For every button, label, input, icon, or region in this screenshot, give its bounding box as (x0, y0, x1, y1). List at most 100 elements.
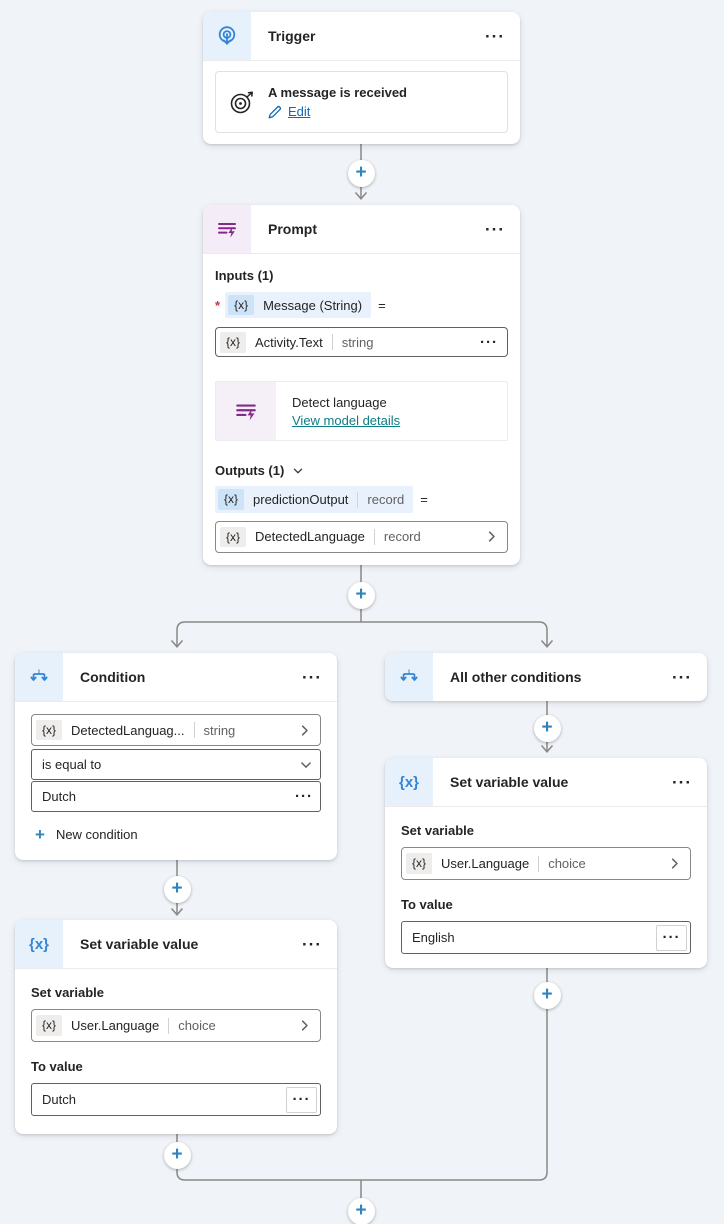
input-value-menu-button[interactable]: ··· (480, 333, 498, 351)
chevron-right-icon (301, 724, 308, 736)
condition-operand-box[interactable]: {x} DetectedLanguag... string (31, 714, 321, 746)
variable-icon: {x} (15, 920, 63, 968)
prompt-node[interactable]: Prompt ··· Inputs (1) * {x} Message (Str… (203, 205, 520, 565)
new-condition-label: New condition (55, 827, 138, 842)
view-model-details-link[interactable]: View model details (292, 412, 401, 428)
set-variable-right-header: {x} Set variable value ··· (385, 758, 707, 806)
all-other-conditions-header: All other conditions ··· (385, 653, 707, 701)
variable-type: choice (548, 856, 586, 871)
set-variable-node-right[interactable]: {x} Set variable value ··· Set variable … (385, 758, 707, 968)
output-token-name: predictionOutput (253, 492, 349, 508)
output-token-type: record (367, 492, 405, 508)
prompt-menu-button[interactable]: ··· (485, 219, 505, 239)
condition-branch-icon (385, 653, 433, 701)
output-token-row: {x} predictionOutput record = (215, 486, 508, 513)
to-value-menu-button[interactable]: ··· (656, 924, 687, 951)
set-variable-left-header: {x} Set variable value ··· (15, 920, 337, 968)
to-value-label: To value (31, 1059, 83, 1074)
trigger-menu-button[interactable]: ··· (485, 26, 505, 46)
chevron-right-icon (671, 858, 678, 869)
variable-icon: {x} (385, 758, 433, 806)
divider (373, 528, 375, 545)
variable-select-box[interactable]: {x} User.Language choice (31, 1009, 321, 1042)
divider (193, 722, 195, 738)
set-variable-right-menu-button[interactable]: ··· (672, 772, 692, 792)
add-node-button-after-prompt[interactable]: + (347, 581, 375, 609)
trigger-item[interactable]: A message is received Edit (215, 71, 508, 133)
variable-chip-icon: {x} (220, 332, 247, 353)
input-token-name: Message (String) (263, 297, 363, 313)
variable-chip-icon: {x} (228, 295, 255, 316)
prompt-node-header: Prompt ··· (203, 205, 520, 253)
all-other-conditions-node[interactable]: All other conditions ··· (385, 653, 707, 701)
new-condition-button[interactable]: + New condition (31, 826, 321, 843)
divider (331, 334, 333, 351)
set-variable-left-menu-button[interactable]: ··· (302, 934, 322, 954)
trigger-node[interactable]: Trigger ··· A message is received Edit (203, 12, 520, 144)
add-node-button-right-branch-end[interactable]: + (533, 981, 561, 1009)
node-title: Set variable value (450, 774, 569, 790)
condition-menu-button[interactable]: ··· (302, 667, 322, 687)
add-node-button-left-branch-end[interactable]: + (163, 1141, 191, 1169)
to-value-input[interactable]: Dutch ··· (31, 1083, 321, 1116)
variable-chip-icon: {x} (406, 853, 433, 874)
set-variable-label: Set variable (401, 823, 474, 838)
divider (357, 491, 359, 508)
pencil-icon (268, 105, 282, 118)
variable-chip-icon: {x} (218, 489, 245, 510)
add-node-button-after-condition[interactable]: + (163, 875, 191, 903)
add-node-button-after-all-other-conditions[interactable]: + (533, 714, 561, 742)
model-name: Detect language (292, 394, 387, 410)
trigger-node-header: Trigger ··· (203, 12, 520, 60)
to-value-text: English (412, 930, 455, 945)
model-prompt-icon (216, 382, 276, 441)
condition-operator-dropdown[interactable]: is equal to (31, 749, 321, 780)
to-value-text: Dutch (42, 1092, 76, 1107)
input-value-type: string (341, 334, 374, 350)
operator-value: is equal to (42, 757, 102, 772)
chevron-right-icon (488, 531, 495, 542)
node-title: Condition (80, 669, 146, 685)
trigger-item-title: A message is received (268, 85, 407, 100)
condition-value: Dutch (42, 789, 76, 804)
to-value-input[interactable]: English ··· (401, 921, 691, 954)
edit-link[interactable]: Edit (288, 104, 311, 119)
to-value-label: To value (401, 897, 453, 912)
outputs-label: Outputs (1) (215, 463, 285, 479)
condition-value-input[interactable]: Dutch ··· (31, 781, 321, 812)
chevron-down-icon (294, 468, 303, 474)
output-value-name: DetectedLanguage (255, 529, 365, 545)
set-variable-node-left[interactable]: {x} Set variable value ··· Set variable … (15, 920, 337, 1134)
divider (203, 253, 520, 254)
output-value-type: record (383, 529, 421, 545)
outputs-header[interactable]: Outputs (1) (215, 463, 508, 478)
divider (538, 855, 540, 872)
divider (15, 968, 337, 969)
divider (385, 806, 707, 807)
inputs-label: Inputs (1) (215, 268, 274, 283)
set-variable-label: Set variable (31, 985, 104, 1000)
output-value-box[interactable]: {x} DetectedLanguage record (215, 520, 508, 553)
add-node-button-after-trigger[interactable]: + (347, 159, 375, 187)
variable-chip-icon: {x} (36, 1015, 63, 1036)
goal-icon (230, 91, 253, 113)
operand-type: string (203, 722, 236, 738)
condition-value-menu-button[interactable]: ··· (295, 788, 313, 805)
variable-name: User.Language (441, 856, 530, 871)
to-value-menu-button[interactable]: ··· (286, 1086, 317, 1113)
node-title: Trigger (268, 28, 316, 44)
all-other-conditions-menu-button[interactable]: ··· (672, 667, 692, 687)
divider (168, 1017, 170, 1034)
variable-select-box[interactable]: {x} User.Language choice (401, 847, 691, 880)
required-marker: * (215, 297, 221, 313)
add-node-button-after-merge[interactable]: + (347, 1197, 375, 1224)
node-title: Set variable value (80, 936, 199, 952)
condition-node[interactable]: Condition ··· {x} DetectedLanguag... str… (15, 653, 337, 860)
input-value-box[interactable]: {x} Activity.Text string ··· (215, 327, 508, 358)
operand-name: DetectedLanguag... (71, 722, 185, 738)
model-banner: Detect language View model details (215, 381, 508, 442)
condition-branch-icon (15, 653, 63, 701)
prompt-icon (203, 205, 251, 253)
